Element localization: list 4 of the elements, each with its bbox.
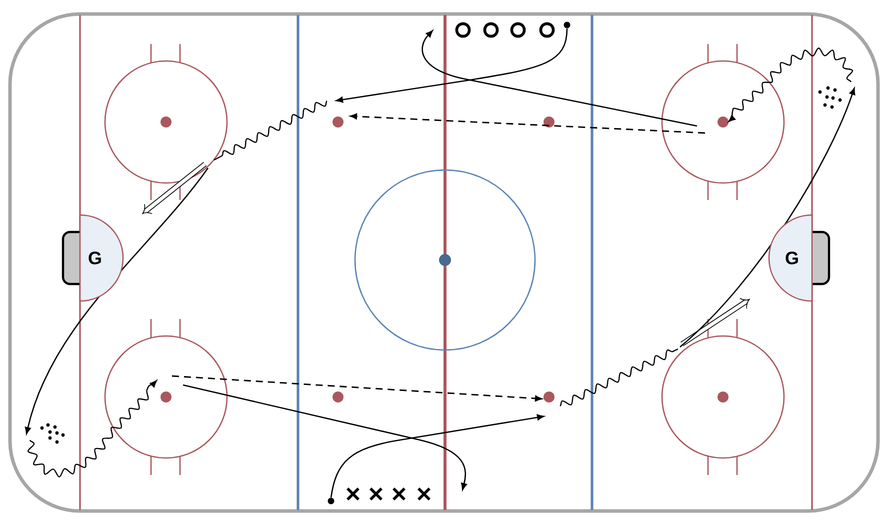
goal-crease: G [768,214,813,302]
goal-crease: G [79,214,124,302]
skating-arrow [330,414,544,498]
skating-arrow [336,28,568,103]
